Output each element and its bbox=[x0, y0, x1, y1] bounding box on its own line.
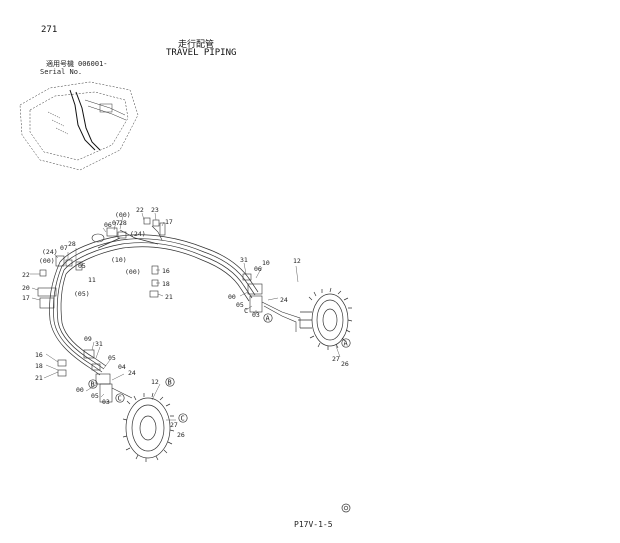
callout-label: 31 bbox=[95, 340, 103, 348]
callout-label: 10 bbox=[262, 259, 270, 267]
callout-label: 09 bbox=[84, 335, 92, 343]
callout-label: 12 bbox=[151, 378, 159, 386]
leader-lines bbox=[30, 212, 341, 421]
letter-marker: C bbox=[118, 395, 122, 403]
callout-label: 28 bbox=[68, 240, 76, 248]
callout-label: 07 bbox=[60, 244, 68, 252]
callout-label: 26 bbox=[341, 360, 349, 368]
callout-label: (00) bbox=[125, 268, 141, 276]
callout-label: 03 bbox=[252, 311, 260, 319]
callout-label: 00 bbox=[76, 386, 84, 394]
letter-marker: C bbox=[181, 415, 185, 423]
callout-label: (24) bbox=[130, 230, 146, 238]
callout-label: 03 bbox=[102, 398, 110, 406]
callout-label: C bbox=[244, 307, 248, 315]
callout-label: 28 bbox=[119, 219, 127, 227]
callout-label: 05 bbox=[91, 392, 99, 400]
serial-number: 006001- bbox=[78, 60, 108, 68]
callout-label: 23 bbox=[151, 206, 159, 214]
callout-label: 05 bbox=[108, 354, 116, 362]
title-japanese: 走行配管 bbox=[178, 40, 215, 50]
callout-label: (10) bbox=[111, 256, 127, 264]
callout-label: 26 bbox=[177, 431, 185, 439]
title-english: TRAVEL PIPING bbox=[166, 48, 237, 58]
callout-label: 18 bbox=[35, 362, 43, 370]
footer-code: P17V-1-5 bbox=[294, 520, 333, 529]
pipe-bundle bbox=[49, 229, 259, 376]
undercarriage-thumbnail bbox=[19, 81, 139, 171]
callout-label: 22 bbox=[22, 271, 30, 279]
final-drive-right bbox=[298, 287, 353, 350]
callout-label: 21 bbox=[165, 293, 173, 301]
callout-label: (00) bbox=[39, 257, 55, 265]
callout-label: 04 bbox=[118, 363, 126, 371]
letter-marker: A bbox=[266, 315, 271, 323]
callout-label: 21 bbox=[35, 374, 43, 382]
callout-label: 22 bbox=[136, 206, 144, 214]
final-drive-left bbox=[122, 392, 175, 462]
callout-label: 16 bbox=[35, 351, 43, 359]
callout-label: 05 bbox=[78, 262, 86, 270]
callout-label: 12 bbox=[293, 257, 301, 265]
callout-label: 27 bbox=[170, 421, 178, 429]
letter-marker: B bbox=[91, 381, 95, 389]
letter-marker: B bbox=[168, 379, 172, 387]
callout-label: (24) bbox=[42, 248, 58, 256]
callout-label: 24 bbox=[128, 369, 136, 377]
callout-labels: 22 23 (00) 28 17 06 07 (24) (24) 07 28 (… bbox=[22, 206, 349, 439]
callout-label: 18 bbox=[162, 280, 170, 288]
callout-label: 17 bbox=[22, 294, 30, 302]
callout-label: (00) bbox=[115, 211, 131, 219]
callout-label: 17 bbox=[165, 218, 173, 226]
callout-label: 31 bbox=[240, 256, 248, 264]
letter-marker-circles bbox=[88, 313, 351, 423]
footer-symbol bbox=[341, 503, 351, 513]
callout-label: 06 bbox=[254, 265, 262, 273]
serial-label-english: Serial No. bbox=[40, 68, 83, 76]
callout-label: 06 bbox=[104, 221, 112, 229]
page-number: 271 bbox=[41, 25, 58, 35]
callout-label: 16 bbox=[162, 267, 170, 275]
callout-label: (05) bbox=[74, 290, 90, 298]
callout-label: 05 bbox=[236, 301, 244, 309]
callout-label: 24 bbox=[280, 296, 288, 304]
callout-label: 07 bbox=[112, 219, 120, 227]
callout-label: 27 bbox=[332, 355, 340, 363]
callout-label: 00 bbox=[228, 293, 236, 301]
letter-marker: A bbox=[344, 340, 349, 348]
callout-label: 20 bbox=[22, 284, 30, 292]
callout-label: 11 bbox=[88, 276, 96, 284]
fittings bbox=[37, 217, 301, 403]
serial-label-japanese: 適用号機 bbox=[46, 60, 74, 68]
